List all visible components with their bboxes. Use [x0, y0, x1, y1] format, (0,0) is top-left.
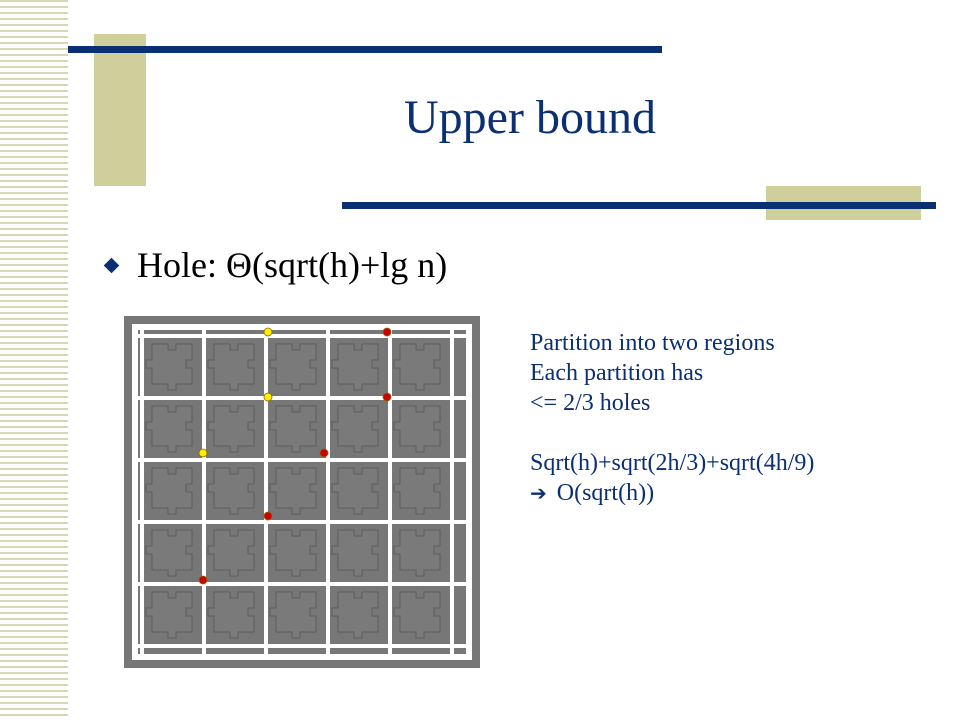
- puzzle-piece: [331, 591, 379, 639]
- puzzle-piece: [269, 591, 317, 639]
- grid-line-horizontal: [138, 644, 466, 648]
- bullet-text: Hole: Θ(sqrt(h)+lg n): [137, 245, 448, 285]
- grid-line-horizontal: [138, 520, 466, 524]
- grid-line-vertical: [388, 330, 392, 654]
- hole-marker-dot: [382, 327, 392, 337]
- puzzle-piece: [331, 529, 379, 577]
- puzzle-piece: [393, 591, 441, 639]
- grid-line-horizontal: [138, 334, 466, 338]
- note-spacer: [530, 418, 814, 448]
- grid-line-vertical: [264, 330, 268, 654]
- grid-line-vertical: [202, 330, 206, 654]
- puzzle-piece: [269, 529, 317, 577]
- puzzle-piece: [145, 467, 193, 515]
- bullet-item: Hole: Θ(sqrt(h)+lg n): [103, 244, 448, 286]
- puzzle-piece: [269, 405, 317, 453]
- puzzle-piece: [145, 591, 193, 639]
- left-stripe-border: [0, 0, 68, 720]
- puzzle-pieces: [138, 330, 466, 654]
- puzzle-piece: [393, 467, 441, 515]
- puzzle-piece: [393, 405, 441, 453]
- puzzle-piece: [393, 343, 441, 391]
- hole-marker-dot: [382, 392, 392, 402]
- grid-line-horizontal: [138, 458, 466, 462]
- note-line-5: ➔ O(sqrt(h)): [530, 478, 814, 508]
- puzzle-piece: [207, 591, 255, 639]
- puzzle-piece: [207, 529, 255, 577]
- diamond-bullet-icon: [103, 257, 120, 273]
- puzzle-piece: [269, 467, 317, 515]
- hole-marker-dot: [319, 448, 329, 458]
- navy-rule-top: [68, 46, 662, 53]
- hole-marker-dot: [198, 575, 208, 585]
- puzzle-piece: [207, 343, 255, 391]
- puzzle-piece: [331, 343, 379, 391]
- puzzle-piece: [269, 343, 317, 391]
- puzzle-piece: [331, 467, 379, 515]
- explanation-notes: Partition into two regions Each partitio…: [530, 328, 814, 508]
- grid-line-vertical: [326, 330, 330, 654]
- puzzle-piece: [207, 405, 255, 453]
- puzzle-piece: [393, 529, 441, 577]
- note-line-3: <= 2/3 holes: [530, 390, 651, 416]
- puzzle-grid-diagram: [124, 316, 480, 668]
- puzzle-piece: [145, 343, 193, 391]
- hole-marker-dot: [263, 327, 273, 337]
- puzzle-piece: [145, 529, 193, 577]
- navy-rule-bottom: [342, 202, 936, 209]
- hole-marker-dot: [263, 511, 273, 521]
- hole-marker-dot: [263, 392, 273, 402]
- note-line-2: Each partition has: [530, 360, 704, 386]
- grid-line-horizontal: [138, 582, 466, 586]
- puzzle-piece: [207, 467, 255, 515]
- right-arrow-icon: ➔: [530, 481, 547, 505]
- puzzle-piece: [145, 405, 193, 453]
- olive-block-top-left: [94, 34, 146, 186]
- grid-line-horizontal: [138, 396, 466, 400]
- hole-marker-dot: [198, 448, 208, 458]
- note-line-5-text: O(sqrt(h)): [556, 480, 655, 506]
- grid-line-vertical: [450, 330, 454, 654]
- puzzle-piece: [331, 405, 379, 453]
- hole-markers: [198, 327, 392, 585]
- slide-title: Upper bound: [404, 91, 656, 144]
- note-line-4: Sqrt(h)+sqrt(2h/3)+sqrt(4h/9): [530, 450, 815, 476]
- grid-line-vertical: [140, 330, 144, 654]
- note-line-1: Partition into two regions: [530, 330, 775, 356]
